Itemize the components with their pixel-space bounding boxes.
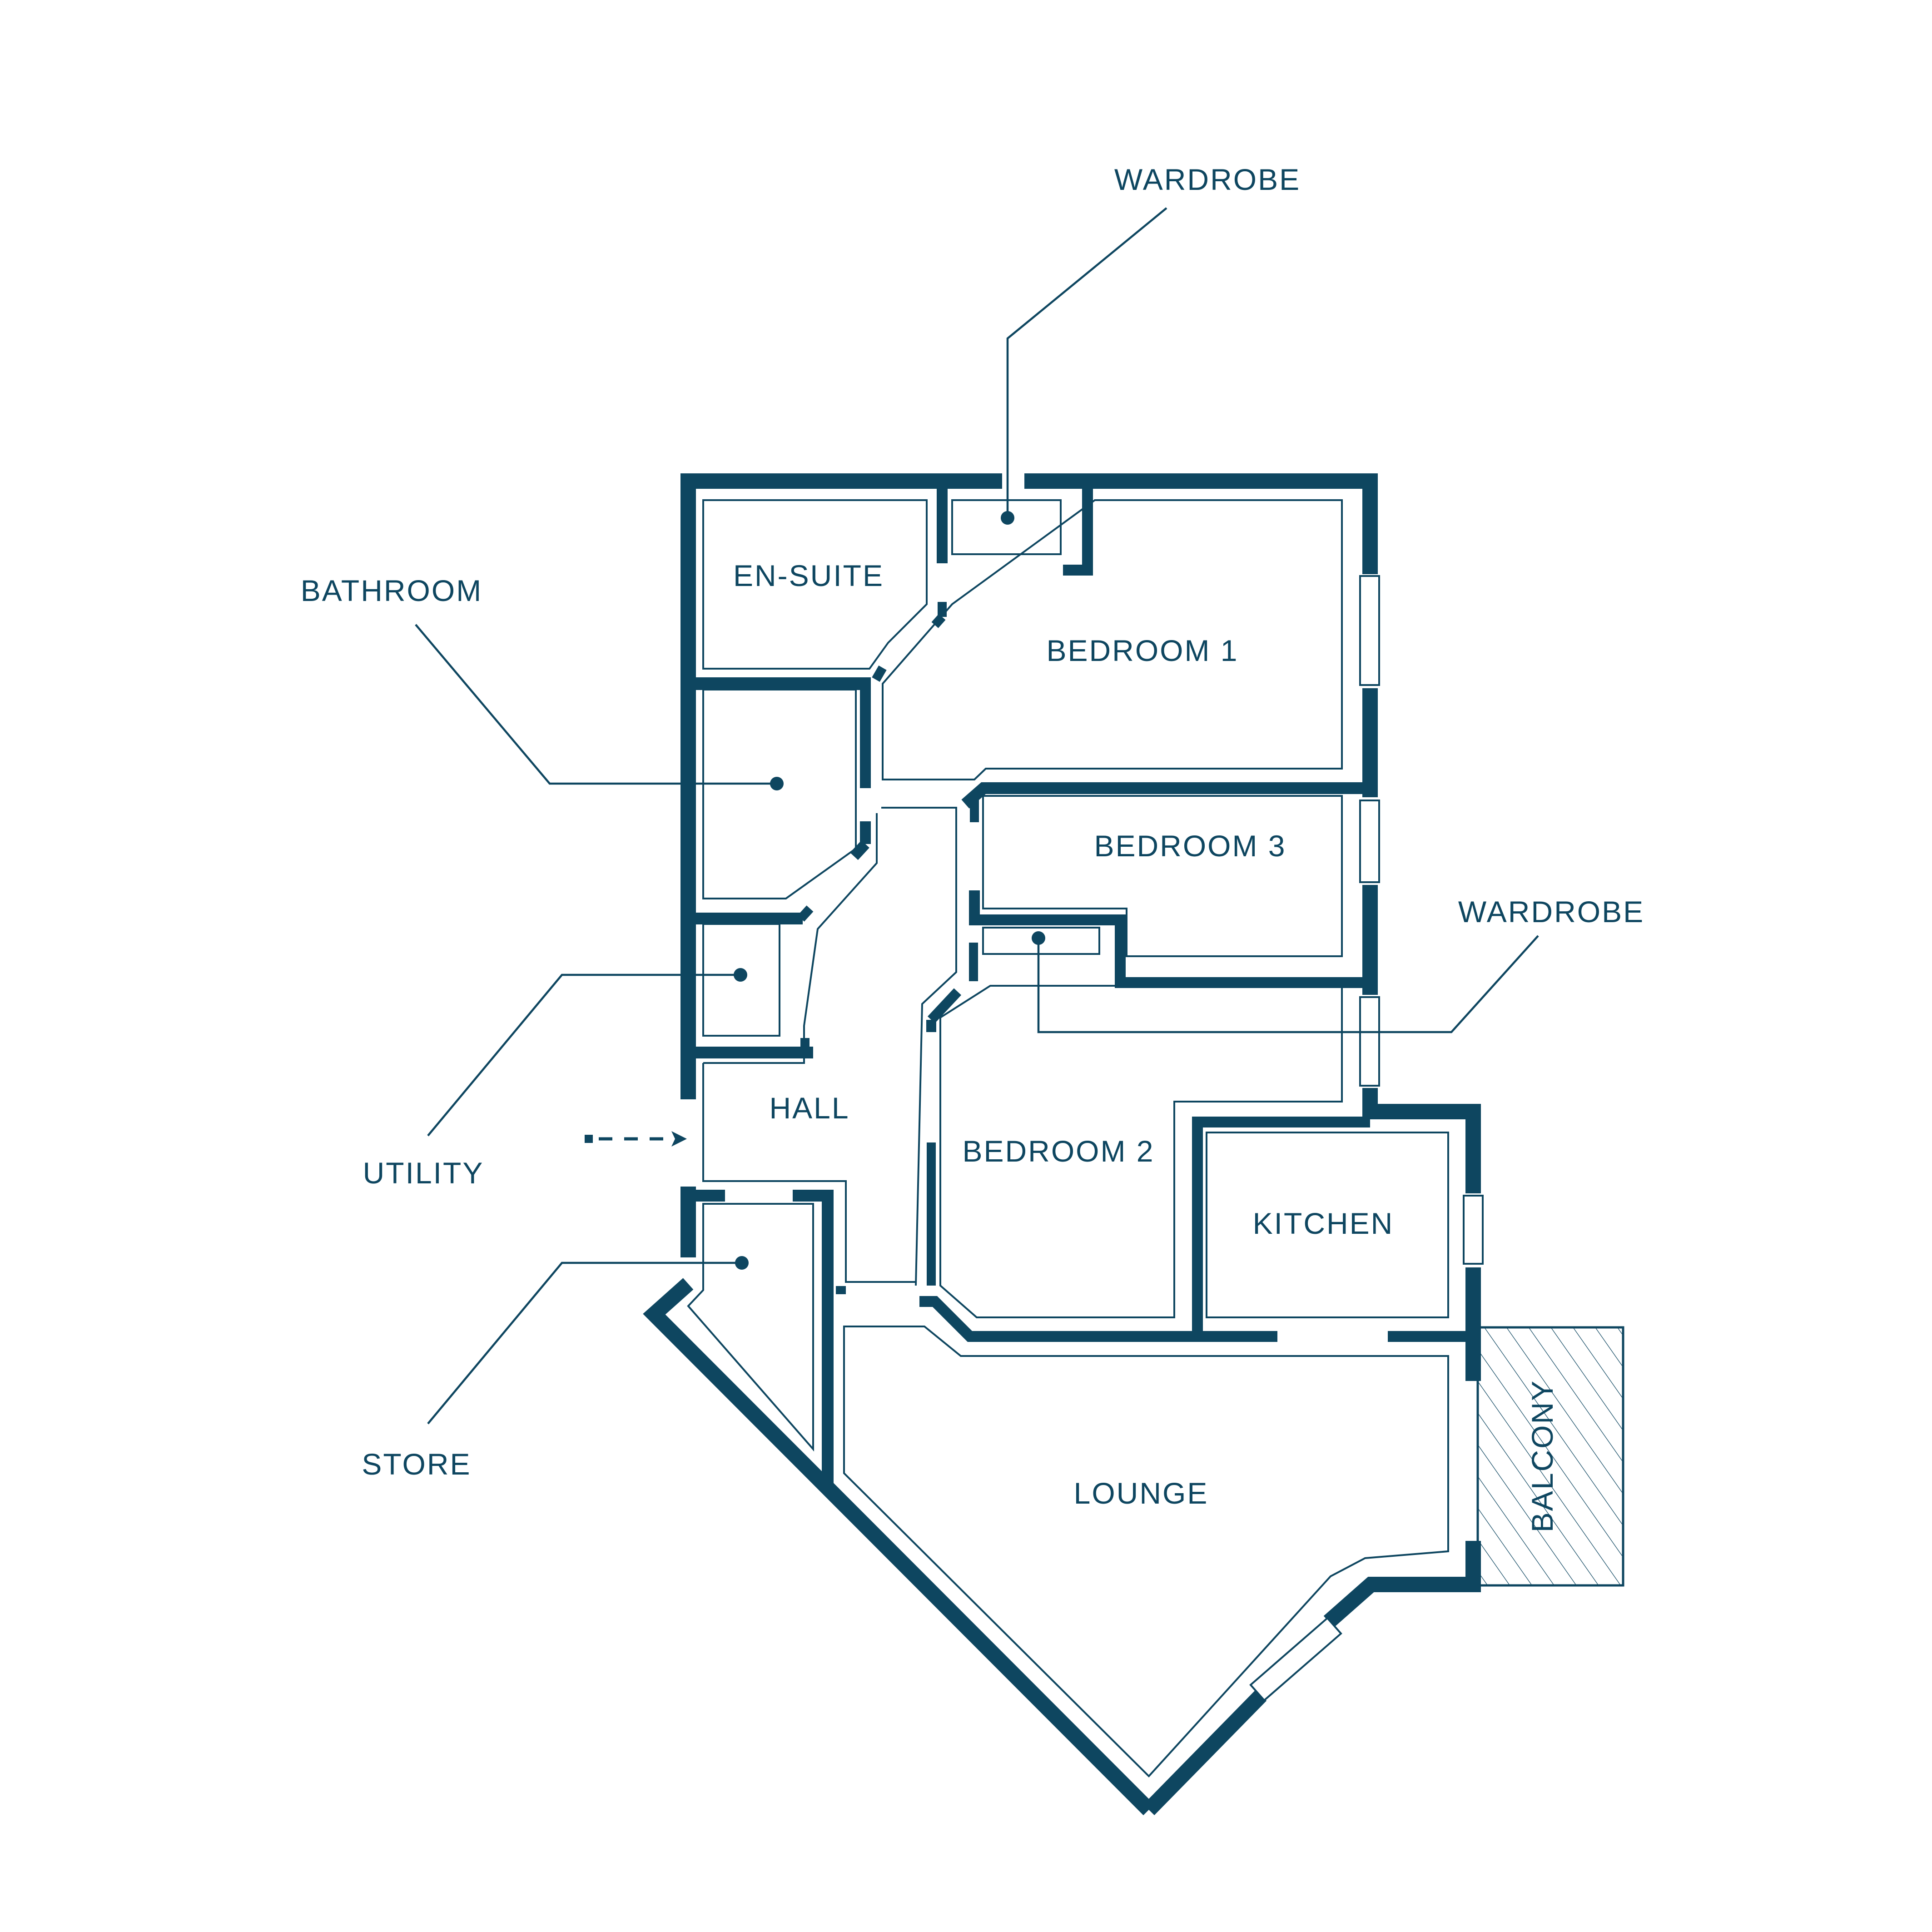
leader-lines	[415, 207, 1539, 1425]
inner-lines	[687, 499, 1449, 1778]
leader-utility	[427, 973, 740, 1137]
room-label-en-suite: EN-SUITE	[733, 559, 884, 592]
room-label-bedroom-3: BEDROOM 3	[1094, 829, 1286, 863]
window-bedroom-1	[1359, 575, 1380, 686]
callout-labels: WARDROBE BATHROOM WARDROBE UTILITY STORE	[301, 163, 1644, 1481]
window-lounge	[1249, 1617, 1342, 1702]
room-label-lounge: LOUNGE	[1074, 1476, 1209, 1510]
callout-utility: UTILITY	[363, 1156, 484, 1190]
room-labels: EN-SUITE BEDROOM 1 BEDROOM 3 HALL BEDROO…	[733, 559, 1559, 1532]
leader-store	[427, 1262, 742, 1425]
room-label-balcony: BALCONY	[1525, 1380, 1559, 1532]
callout-wardrobe-top: WARDROBE	[1114, 163, 1301, 196]
callout-store: STORE	[362, 1447, 471, 1481]
balcony	[1476, 1326, 1624, 1587]
leader-wardrobe-top	[1006, 207, 1167, 518]
window-bedroom-2	[1359, 996, 1380, 1087]
window-bedroom-3	[1359, 800, 1380, 883]
dashed-arrow-icon	[585, 1131, 687, 1147]
room-label-kitchen: KITCHEN	[1253, 1207, 1394, 1240]
leader-bathroom	[415, 624, 777, 785]
room-label-hall: HALL	[769, 1091, 849, 1125]
callout-bathroom: BATHROOM	[301, 574, 482, 607]
interior-walls	[688, 481, 1473, 1485]
window-kitchen	[1463, 1195, 1484, 1265]
room-label-bedroom-2: BEDROOM 2	[962, 1134, 1154, 1168]
leader-wardrobe-right	[1037, 935, 1539, 1033]
windows	[1249, 575, 1484, 1702]
room-label-bedroom-1: BEDROOM 1	[1046, 634, 1238, 667]
callout-wardrobe-right: WARDROBE	[1458, 895, 1644, 929]
